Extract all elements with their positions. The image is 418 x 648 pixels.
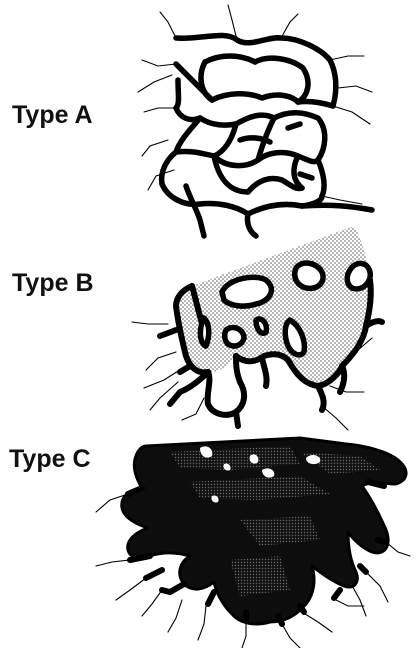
- type-a-thick-vessels: [162, 35, 372, 236]
- type-b-diagram: [132, 226, 382, 430]
- type-a-diagram: [138, 5, 372, 236]
- type-a-thin-vessels: [138, 5, 372, 204]
- type-b-stippled-region: [176, 226, 370, 386]
- type-c-diagram: [96, 438, 410, 648]
